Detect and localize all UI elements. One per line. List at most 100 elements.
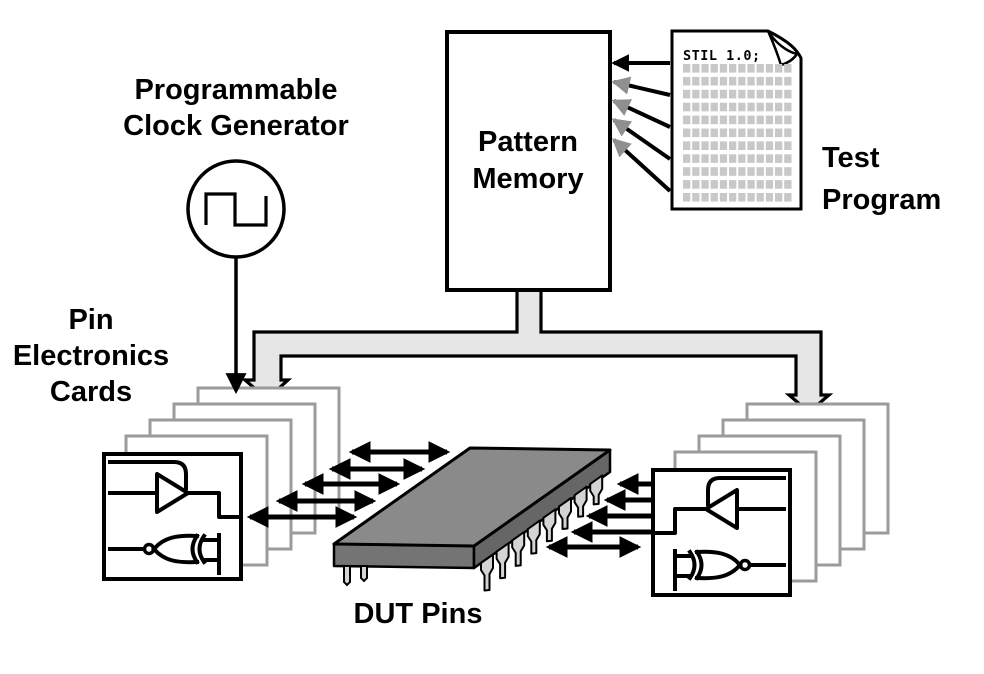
code-cell	[756, 89, 764, 99]
code-cell	[692, 128, 700, 138]
code-cell	[701, 89, 709, 99]
code-cell	[756, 193, 764, 202]
code-cell	[738, 180, 746, 189]
clock-generator-label-line1: Programmable	[134, 74, 337, 106]
code-cell	[775, 167, 783, 176]
code-cell	[784, 115, 792, 125]
code-cell	[683, 167, 691, 176]
code-cell	[747, 141, 755, 150]
code-cell	[729, 128, 737, 138]
stil-header-text: STIL 1.0;	[683, 48, 761, 64]
code-cell	[719, 193, 728, 202]
code-cell	[784, 141, 792, 150]
labels-layer: Programmable Clock Generator Test Progra…	[13, 74, 941, 630]
code-cell	[729, 115, 737, 125]
pin-electronics-left-stack	[102, 386, 341, 581]
code-cell	[784, 102, 792, 112]
code-cell	[701, 141, 709, 150]
code-cell	[729, 167, 737, 176]
code-cell	[747, 180, 755, 189]
dut-pin	[589, 474, 604, 506]
code-cell	[692, 141, 700, 150]
code-cell	[756, 64, 764, 73]
code-cell	[738, 154, 746, 163]
code-cell	[729, 141, 737, 150]
code-cell	[719, 64, 728, 73]
code-cell	[683, 89, 691, 99]
code-cell	[756, 167, 764, 176]
code-cell	[701, 76, 709, 86]
code-cell	[683, 115, 691, 125]
code-cell	[756, 180, 764, 189]
code-cell	[710, 64, 718, 73]
code-cell	[765, 76, 774, 86]
clock-generator-label-line2: Clock Generator	[123, 110, 349, 142]
code-cell	[692, 115, 700, 125]
test-program-document: STIL 1.0;	[670, 29, 803, 211]
card-dut-arrows	[246, 440, 652, 559]
pin-electronics-card-front-right	[651, 468, 792, 597]
code-cell	[775, 115, 783, 125]
code-cell	[683, 76, 691, 86]
code-cell	[756, 141, 764, 150]
test-program-label-line2: Program	[822, 184, 941, 216]
code-cell	[765, 102, 774, 112]
dut-pin	[558, 497, 572, 530]
code-cell	[738, 102, 746, 112]
code-cell	[729, 76, 737, 86]
test-program-label-line1: Test	[822, 142, 880, 174]
pin-electronics-label-line3: Cards	[50, 376, 132, 408]
code-cell	[784, 128, 792, 138]
code-cell	[692, 180, 700, 189]
code-cell	[710, 89, 718, 99]
code-cell	[775, 102, 783, 112]
code-cell	[738, 64, 746, 73]
code-cell	[747, 154, 755, 163]
code-cell	[719, 128, 728, 138]
code-cell	[710, 167, 718, 176]
code-cell	[784, 154, 792, 163]
code-cell	[738, 128, 746, 138]
code-cell	[747, 115, 755, 125]
doc-arrow	[611, 118, 672, 161]
code-cell	[784, 64, 792, 73]
chip-left-face	[332, 542, 476, 570]
code-cell	[701, 180, 709, 189]
code-cell	[775, 154, 783, 163]
code-cell	[683, 64, 691, 73]
doc-arrow	[611, 99, 671, 129]
code-cell	[784, 180, 792, 189]
code-cell	[775, 89, 783, 99]
code-cell	[692, 89, 700, 99]
code-cell	[756, 102, 764, 112]
code-cell	[729, 154, 737, 163]
code-cell	[701, 102, 709, 112]
dut-pin	[360, 565, 368, 583]
code-cell	[692, 76, 700, 86]
code-cell	[738, 167, 746, 176]
pin-electronics-label-line2: Electronics	[13, 340, 169, 372]
code-cell	[692, 64, 700, 73]
code-cell	[719, 115, 728, 125]
code-cell	[747, 76, 755, 86]
code-cell	[710, 76, 718, 86]
code-cell	[747, 128, 755, 138]
code-cell	[765, 141, 774, 150]
code-cell	[765, 89, 774, 99]
pin-electronics-card-front-left	[102, 452, 243, 581]
code-cell	[719, 141, 728, 150]
dut-chip	[332, 446, 612, 592]
code-cell	[729, 193, 737, 202]
code-cell	[692, 167, 700, 176]
code-cell	[775, 76, 783, 86]
code-cell	[784, 193, 792, 202]
code-cell	[710, 180, 718, 189]
code-cell	[710, 128, 718, 138]
code-cell	[784, 89, 792, 99]
code-cell	[710, 102, 718, 112]
code-cell	[765, 64, 774, 73]
pin-electronics-label-line1: Pin	[68, 304, 113, 336]
code-cell	[692, 154, 700, 163]
pattern-memory-label-line2: Memory	[472, 163, 583, 195]
page-curl	[766, 29, 799, 67]
